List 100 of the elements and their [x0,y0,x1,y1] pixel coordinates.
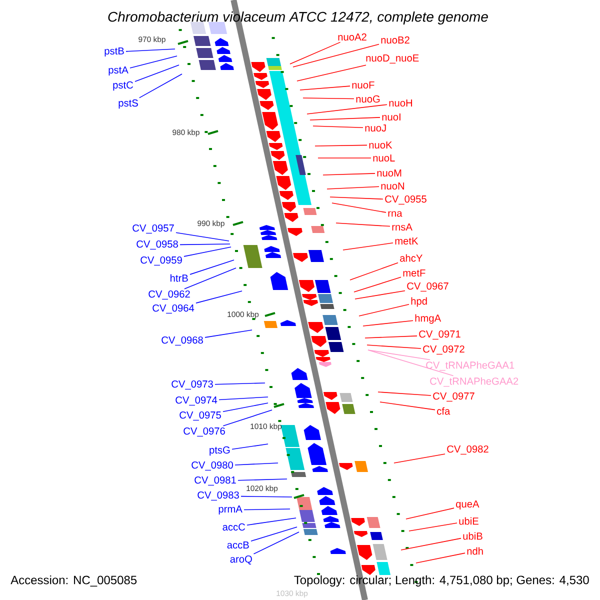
leader-line [380,402,436,410]
gene-label: nuoH [389,99,412,107]
leader-line [336,222,390,227]
gene-label: ahcY [400,254,422,262]
gene-label: CV_tRNAPheGAA1 [426,361,514,371]
leader-line [238,478,288,481]
gene-label: nuoA2 [338,33,366,41]
gene-label: CV_0976 [184,427,225,437]
leader-line [184,246,232,257]
leader-line [218,396,268,400]
gene-label: CV_0981 [194,476,236,486]
leader-line [400,538,462,550]
leader-line [244,508,290,510]
leader-line [204,330,252,338]
gene-label: nuoF [352,81,374,89]
gene-label: CV_tRNAPheGAA2 [430,377,518,387]
leader-line [250,526,298,542]
gene-label: pstC [113,81,134,91]
leader-line [314,144,368,146]
leader-line [350,262,398,280]
gene-label: htrB [170,274,188,282]
footer-text: Topology: circular; Length: 4,751,080 bp; Genes: 4,530 [294,575,589,587]
leader-line [310,117,380,120]
gene-label: CV_0971 [419,330,460,340]
gene-label: CV_0964 [152,304,194,314]
footer-text: Accession: NC_005085 [10,575,137,587]
leader-line [394,454,446,464]
leader-line [290,42,341,64]
leader-line [130,56,178,68]
leader-line [126,48,176,52]
leader-line [366,344,422,349]
leader-line [222,410,272,426]
leader-line [326,186,380,190]
leader-line [222,402,268,412]
title: Chromobacterium violaceum ATCC 12472, complete genome [108,11,488,25]
leader-line [342,242,394,250]
leader-line [232,444,268,450]
gene-label: CV_0955 [385,195,426,205]
gene-label: nuoN [381,182,404,190]
leader-line [358,304,410,316]
gene-label: hpd [411,297,427,307]
leader-line [253,532,300,554]
leader-line [378,392,432,396]
leader-line [312,126,364,128]
leader-line [300,86,350,90]
leader-line [408,522,458,532]
leader-line [190,260,234,275]
leader-line [180,244,230,246]
gene-label: accC [222,523,246,531]
gene-label: accB [227,541,249,549]
gene-label: nuoJ [365,124,386,132]
gene-label: CV_0958 [136,240,178,250]
gene-label: nuoG [356,95,380,103]
gene-label: nuoK [369,141,392,149]
gene-label: pstB [104,47,124,57]
gene-label: nuoL [373,154,395,162]
gene-label: nuoI [382,113,400,121]
leader-line [234,462,278,466]
leader-line [196,290,242,304]
gene-label: ptsG [210,446,230,456]
leader-line [364,336,418,338]
gene-label: nuoD_nuoE [366,54,419,64]
gene-label: hmgA [415,314,442,324]
gene-label: CV_0962 [148,290,190,300]
gene-label: rna [388,211,402,217]
leader-line [138,74,182,98]
gene-label: CV_0972 [423,345,464,355]
leader-line [214,382,266,385]
leader-line [416,552,466,564]
gene-label: metK [395,237,418,245]
gene-label: rnsA [392,223,412,231]
gene-label: ubiE [459,517,478,525]
gene-label: ndh [467,547,483,555]
leader-line [330,196,384,200]
gene-label: ubiB [463,532,482,540]
gene-label: CV_0982 [447,445,488,455]
gene-label: prmA [218,505,242,515]
leader-line [322,173,376,176]
gene-label: CV_0974 [176,396,218,406]
leader-line [406,508,454,520]
leader-line [296,64,366,82]
gene-label: pstA [108,66,128,76]
leader-line [240,496,292,498]
leader-line [368,350,454,376]
gene-label: nuoM [377,169,402,177]
gene-label: CV_0959 [140,256,182,266]
gene-label: nuoB2 [381,36,410,44]
gene-label: CV_0973 [172,380,213,390]
leader-line [302,98,354,100]
gene-label: metF [403,269,426,277]
gene-label: cfa [437,407,450,415]
gene-label: CV_0983 [198,491,239,501]
leader-line [332,202,386,213]
gene-label: pstS [118,99,138,109]
leader-line [354,276,402,292]
leader-line [134,64,180,82]
gene-label: CV_0977 [433,392,474,402]
gene-label: queA [456,500,480,510]
leader-line [362,320,414,326]
leader-line [292,44,380,68]
